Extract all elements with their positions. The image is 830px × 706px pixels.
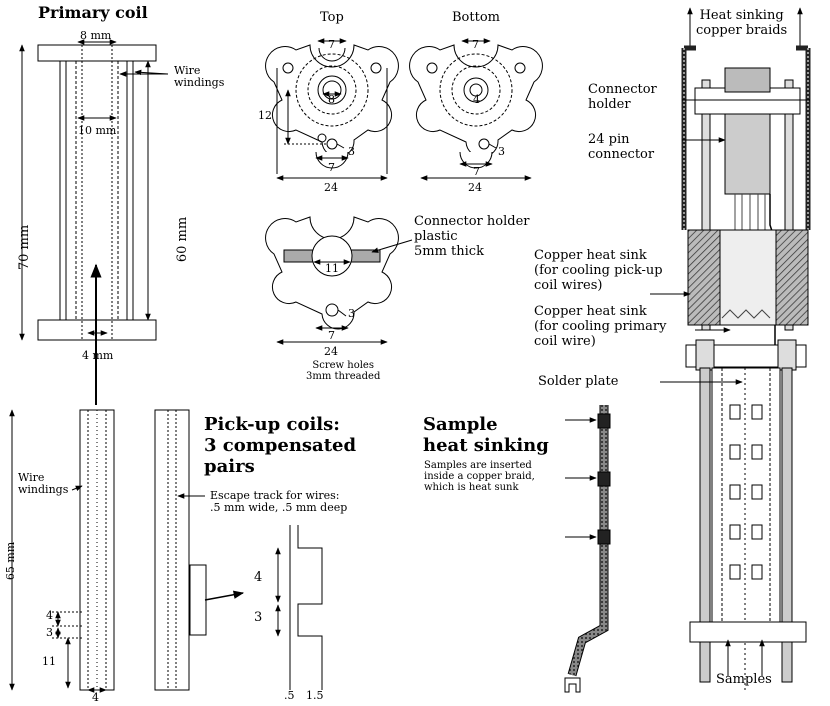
detail-4-label: 4 xyxy=(254,570,263,585)
pickup-windings-label: Wire windings xyxy=(18,471,69,496)
escape-track-detail xyxy=(275,525,323,690)
escape-track-label: Escape track for wires: .5 mm wide, .5 m… xyxy=(210,489,348,514)
bottom-d2: 4 xyxy=(473,93,480,106)
bottom-d4: 7 xyxy=(473,165,480,178)
bottom-d5: 24 xyxy=(468,181,482,194)
plate-d2: 3 xyxy=(348,307,355,320)
braids-label: Heat sinking copper braids xyxy=(696,8,788,38)
sample-desc: Samples are inserted inside a copper bra… xyxy=(424,460,535,493)
primary-windings-label: Wire windings xyxy=(174,64,225,89)
primary-inner-height-label: 60 mm xyxy=(175,216,191,263)
primary-height-label: 70 mm xyxy=(17,224,33,271)
primary-inner-label: 10 mm xyxy=(78,124,117,137)
holder-label: Connector holder xyxy=(588,82,657,112)
sample-title: Sample heat sinking xyxy=(423,414,549,456)
bottom-d3: 3 xyxy=(498,145,505,158)
plate-d4: 24 xyxy=(324,345,338,358)
pickup-height-label: 65 mm xyxy=(4,541,18,581)
top-d6: 24 xyxy=(324,181,338,194)
sample-braid-drawing xyxy=(564,405,611,693)
plate-note: Screw holes 3mm threaded xyxy=(306,360,381,382)
detail-3-label: 3 xyxy=(254,610,263,625)
bottom-d1: 7 xyxy=(472,38,479,51)
top-d3: 12 xyxy=(258,109,272,122)
top-d4: 3 xyxy=(348,145,355,158)
top-view-drawing xyxy=(265,38,399,181)
detail-b-label: 1.5 xyxy=(306,689,324,702)
connector-plate-drawing xyxy=(265,216,413,345)
pickup-dbottom: 4 xyxy=(92,691,99,704)
connector-plate-title: Connector holder plastic 5mm thick xyxy=(414,214,530,259)
connector-label: 24 pin connector xyxy=(588,132,655,162)
pickup-d3: 3 xyxy=(46,626,53,639)
primary-width-label: 8 mm xyxy=(80,29,112,42)
primary-coil-drawing xyxy=(19,39,169,405)
detail-a-label: .5 xyxy=(284,689,295,702)
pickup-coil-right xyxy=(154,409,245,691)
solder-label: Solder plate xyxy=(538,374,619,389)
bottom-view-title: Bottom xyxy=(452,10,500,25)
pickup-coil-left xyxy=(79,409,115,691)
primary-coil-title: Primary coil xyxy=(38,3,148,22)
plate-d3: 7 xyxy=(328,329,335,342)
pickup-d11: 11 xyxy=(42,655,56,668)
pickup-d4: 4 xyxy=(46,609,53,622)
pickup-title: Pick-up coils: 3 compensated pairs xyxy=(204,414,357,477)
top-view-title: Top xyxy=(320,10,344,25)
samples-label: Samples xyxy=(716,672,772,687)
top-d1: 7 xyxy=(328,38,335,51)
sink1-label: Copper heat sink (for cooling pick-up co… xyxy=(534,248,663,293)
primary-gap-label: 4 mm xyxy=(82,349,114,362)
sink2-label: Copper heat sink (for cooling primary co… xyxy=(534,304,667,349)
assembly-drawing xyxy=(650,7,811,690)
bottom-view-drawing xyxy=(409,38,543,181)
top-d5: 7 xyxy=(328,161,335,174)
pickup-dimensions xyxy=(9,409,205,693)
top-d2: 8 xyxy=(328,93,335,106)
plate-d1: 11 xyxy=(325,262,339,275)
